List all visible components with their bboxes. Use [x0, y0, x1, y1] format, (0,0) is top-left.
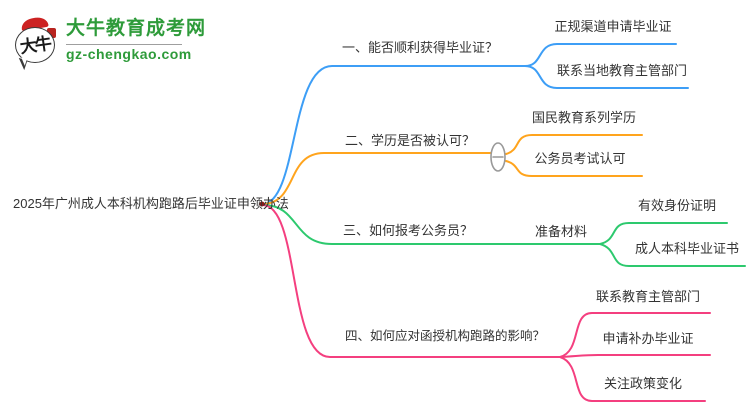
logo-speech-bubble-icon: 大牛	[15, 27, 55, 63]
branch-node-1[interactable]: 一、能否顺利获得毕业证？	[341, 40, 499, 55]
leaf-node-3-2[interactable]: 成人本科毕业证书	[634, 241, 740, 256]
logo-divider	[66, 43, 182, 45]
sub-node-3[interactable]: 准备材料	[534, 224, 588, 239]
leaf-node-3-1[interactable]: 有效身份证明	[637, 198, 717, 213]
branch-node-2[interactable]: 二、学历是否被认可？	[344, 133, 476, 148]
branch-2-lines	[262, 134, 643, 205]
leaf-node-1-1[interactable]: 正规渠道申请毕业证	[554, 19, 672, 34]
leaf-node-4-3[interactable]: 关注政策变化	[603, 376, 683, 391]
logo-texts: 大牛教育成考网 gz-chengkao.com	[66, 18, 206, 62]
leaf-node-1-2[interactable]: 联系当地教育主管部门	[556, 63, 688, 78]
logo-mark-icon: 大牛	[14, 15, 60, 66]
leaf-node-2-2[interactable]: 公务员考试认可	[534, 151, 626, 166]
branch-node-4[interactable]: 四、如何应对函授机构跑路的影响？	[344, 329, 546, 343]
leaf-node-2-1[interactable]: 国民教育系列学历	[531, 110, 637, 125]
site-domain: gz-chengkao.com	[66, 45, 192, 62]
site-logo[interactable]: 大牛 大牛教育成考网 gz-chengkao.com	[14, 15, 206, 66]
leaf-node-4-2[interactable]: 申请补办毕业证	[602, 331, 694, 346]
branch-node-3[interactable]: 三、如何报考公务员？	[342, 223, 474, 238]
logo-red-seal-icon	[47, 28, 56, 38]
branch-4-lines	[262, 204, 711, 402]
leaf-node-4-1[interactable]: 联系教育主管部门	[595, 289, 701, 304]
root-junction-dot	[259, 201, 265, 207]
collapse-button[interactable]	[490, 142, 506, 172]
logo-mark-text: 大牛	[18, 33, 52, 57]
branch-1-lines	[262, 43, 689, 205]
site-name: 大牛教育成考网	[66, 18, 207, 39]
branch-3-lines	[262, 204, 746, 267]
root-node[interactable]: 2025年广州成人本科机构跑路后毕业证申领办法	[13, 196, 289, 211]
